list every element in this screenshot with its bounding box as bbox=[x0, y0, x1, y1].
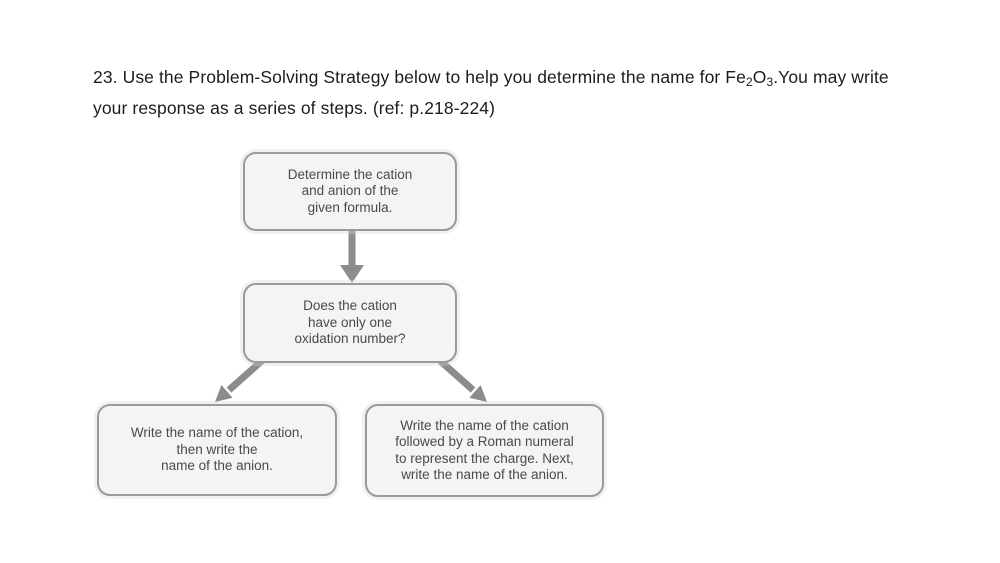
box-text-line: write the name of the anion. bbox=[401, 467, 568, 482]
box-text-line: and anion of the bbox=[301, 183, 399, 199]
flowchart-box-yes-branch: Write the name of the cation, then write… bbox=[97, 404, 337, 496]
box-text-line: Determine the cation bbox=[287, 166, 413, 182]
formula-subscript-3: 3 bbox=[766, 75, 774, 89]
box-text-line: given formula. bbox=[307, 199, 393, 215]
question-line-1: 23. Use the Problem-Solving Strategy bel… bbox=[93, 62, 963, 93]
flowchart-box-no-branch: Write the name of the cation followed by… bbox=[365, 404, 604, 497]
box-text-line: Write the name of the cation bbox=[400, 417, 569, 433]
arrow-down bbox=[340, 230, 364, 283]
question-text: 23. Use the Problem-Solving Strategy bel… bbox=[93, 62, 963, 124]
formula-subscript-2: 2 bbox=[745, 75, 753, 89]
box-text-line: Does the cation bbox=[303, 298, 397, 314]
question-line-1-post: .You may write bbox=[773, 67, 889, 87]
question-line-2: your response as a series of steps. (ref… bbox=[93, 98, 496, 118]
box-text-line: then write the bbox=[176, 441, 258, 457]
arrow-diagonal-right bbox=[434, 355, 487, 402]
box-text-line: followed by a Roman numeral bbox=[395, 434, 574, 449]
flowchart-box-determine-ions: Determine the cation and anion of the gi… bbox=[243, 152, 457, 231]
question-line-1-pre: 23. Use the Problem-Solving Strategy bel… bbox=[93, 67, 746, 87]
flowchart-box-decision-oxidation-number: Does the cation have only one oxidation … bbox=[243, 283, 457, 363]
box-text-line: to represent the charge. Next, bbox=[395, 450, 574, 466]
box-text-line: Write the name of the cation, bbox=[130, 425, 304, 441]
formula-element-o: O bbox=[752, 67, 767, 87]
box-text-line: name of the anion. bbox=[161, 458, 273, 474]
box-text-line: have only one bbox=[307, 314, 393, 330]
box-text-line: oxidation number? bbox=[294, 331, 406, 347]
arrow-diagonal-left bbox=[215, 355, 268, 402]
